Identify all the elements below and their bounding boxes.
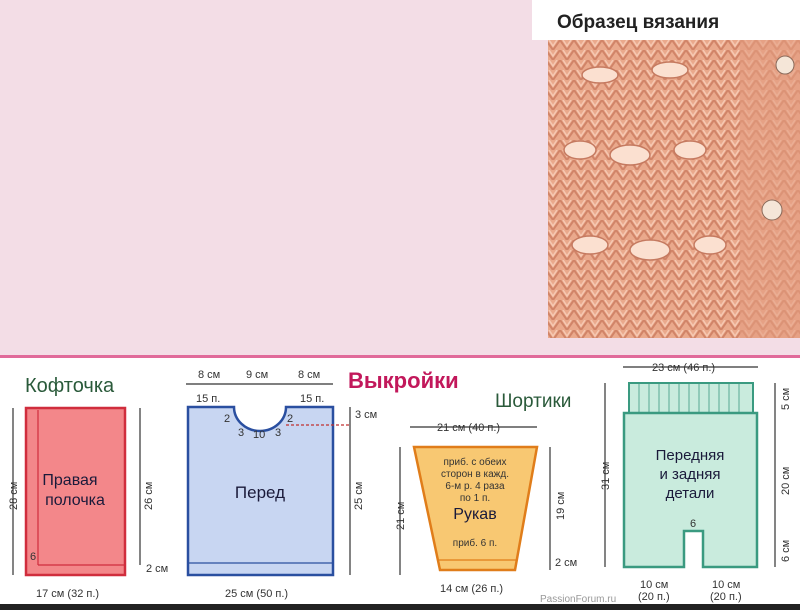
label: 19 см: [555, 492, 567, 520]
label: 10 см: [640, 579, 668, 591]
label: 2 см: [555, 557, 577, 569]
label: 17 см (32 п.): [36, 588, 99, 600]
page-heading: Выкройки: [348, 368, 459, 393]
label: Перед: [235, 483, 285, 502]
label: детали: [666, 485, 715, 502]
label: 26 см: [143, 482, 155, 510]
label: Правая: [42, 472, 97, 489]
sample-title: Образец вязания: [557, 12, 719, 33]
shorts-title: Шортики: [495, 391, 571, 412]
divider: [0, 355, 800, 358]
jacket-title: Кофточка: [25, 375, 115, 397]
label: 31 см: [600, 462, 612, 490]
label: и задняя: [659, 466, 720, 483]
bottom-strip: [0, 604, 800, 610]
label: Передняя: [656, 447, 725, 464]
label: 3 см: [355, 409, 377, 421]
label: Рукав: [453, 506, 496, 523]
label: 5 см: [780, 388, 792, 410]
front-piece: Перед 8 см 9 см 8 см 15 п. 15 п. 2 3 10 …: [186, 369, 377, 600]
label: 8 см: [198, 369, 220, 381]
button-icon: [761, 199, 783, 221]
label: 14 см (26 п.): [440, 583, 503, 595]
label: 8 см: [298, 369, 320, 381]
label: приб. 6 п.: [453, 537, 497, 549]
shorts-body-piece: 23 см (46 п.) Передняя и задняя детали 6…: [600, 362, 792, 603]
label: 25 см (50 п.): [225, 588, 288, 600]
label: 3: [238, 427, 244, 439]
label: сторон в кажд.: [441, 469, 509, 480]
button-icon: [775, 55, 795, 75]
label: 10: [253, 429, 265, 441]
sleeve-piece: 21 см (40 п.) приб. с обеих сторон в каж…: [395, 422, 577, 595]
watermark: PassionForum.ru: [540, 594, 616, 605]
label: 21 см: [395, 502, 407, 530]
right-front-piece: Правая полочка 6 28 см 26 см 2 см 17 см …: [8, 406, 168, 600]
label: 15 п.: [196, 393, 220, 405]
label: (20 п.): [638, 591, 670, 603]
label: 20 см: [780, 467, 792, 495]
label: 6 см: [780, 540, 792, 562]
label: 15 п.: [300, 393, 324, 405]
label: полочка: [45, 492, 105, 509]
label: 6: [30, 551, 36, 563]
label: 28 см: [8, 482, 20, 510]
label: 2: [287, 413, 293, 425]
label: 2 см: [146, 563, 168, 575]
label: 23 см (46 п.): [652, 362, 715, 374]
label: 9 см: [246, 369, 268, 381]
label: приб. с обеих: [444, 456, 507, 468]
label: 25 см: [353, 482, 365, 510]
label: 6: [690, 518, 696, 530]
label: 21 см (40 п.): [437, 422, 500, 434]
label: 6-м р. 4 раза: [445, 481, 505, 492]
knitting-sample-photo: [532, 0, 800, 338]
label: 3: [275, 427, 281, 439]
label: 2: [224, 413, 230, 425]
label: 10 см: [712, 579, 740, 591]
label: (20 п.): [710, 591, 742, 603]
label: по 1 п.: [460, 493, 490, 504]
